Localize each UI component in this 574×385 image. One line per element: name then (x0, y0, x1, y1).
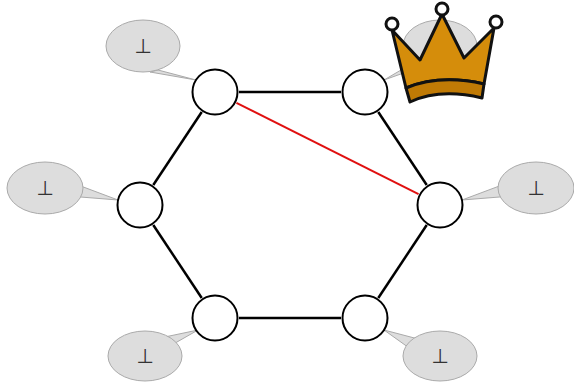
node-circle (416, 181, 464, 229)
speech-bubble (403, 331, 477, 381)
bubble-label: ⊥ (36, 178, 53, 198)
ring-edge (239, 91, 341, 94)
bubble-label: ⊥ (527, 178, 544, 198)
ring-edge (153, 112, 201, 185)
node-circle (116, 181, 164, 229)
speech-bubble (106, 20, 180, 72)
speech-bubble (108, 331, 182, 381)
bubble-label: ⊥ (136, 346, 153, 366)
ring-edge (378, 225, 426, 298)
ring-node: ⊥ (416, 181, 464, 229)
ring-edge (378, 112, 426, 185)
ring-node: ⊥ (341, 294, 389, 342)
node-circle (341, 68, 389, 116)
speech-bubble (498, 162, 574, 214)
node-circle (191, 68, 239, 116)
speech-bubble (7, 162, 83, 214)
bubble-label: ⊥ (134, 36, 151, 56)
node-circle (191, 294, 239, 342)
ring-node: ⊥ (116, 181, 164, 229)
ring-node (341, 68, 389, 116)
bubble-tail (150, 70, 196, 80)
chord-line (236, 103, 418, 194)
ring-node: ⊥ (191, 68, 239, 116)
bubble-label: ⊥ (431, 346, 448, 366)
ring-edge (153, 225, 201, 298)
ring-edge (239, 317, 341, 320)
crown (386, 3, 502, 102)
node-circle (341, 294, 389, 342)
ring-node: ⊥ (191, 294, 239, 342)
